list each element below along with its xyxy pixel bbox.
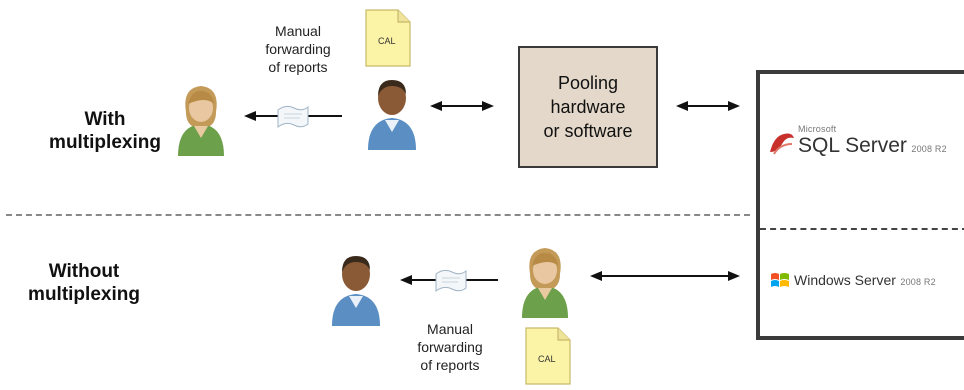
sql-version: 2008 R2 [911,144,947,154]
person-icon [328,250,384,326]
sql-server-logo: Microsoft SQL Server 2008 R2 [768,124,964,164]
label-line: With [84,109,126,130]
sql-server-text: SQL Server 2008 R2 [798,134,947,158]
with-multiplexing-label: With multiplexing [46,108,164,154]
cal-note-icon: CAL [364,8,412,68]
text-line: Manual [275,23,321,39]
windows-server-text: Windows Server 2008 R2 [794,272,936,290]
double-arrow-icon [590,268,740,284]
person-icon [364,74,420,150]
label-line: Without [48,261,120,282]
label-line: multiplexing [49,132,161,153]
double-arrow-icon [676,98,740,114]
text-line: of reports [268,59,328,75]
text-line: forwarding [417,339,483,355]
pool-line: Pooling [557,73,619,93]
bottom-forwarding-text: Manual forwarding of reports [400,320,500,374]
pool-line: or software [543,121,633,141]
windows-version: 2008 R2 [900,277,936,287]
label-line: multiplexing [28,284,140,305]
double-arrow-icon [430,98,494,114]
pool-line: hardware [550,97,626,117]
windows-flag-icon [771,273,789,287]
without-multiplexing-label: Without multiplexing [24,260,144,306]
top-forwarding-text: Manual forwarding of reports [248,22,348,76]
person-icon [172,82,230,156]
windows-server-logo: Windows Server 2008 R2 [770,270,964,294]
report-icon [276,104,310,130]
sql-microsoft-text: Microsoft [798,124,837,134]
text-line: of reports [420,357,480,373]
cal-label: CAL [378,36,396,46]
server-divider [760,228,964,230]
text-line: forwarding [265,41,331,57]
cal-label: CAL [538,354,556,364]
report-icon [434,268,468,294]
cal-note-icon: CAL [524,326,572,386]
text-line: Manual [427,321,473,337]
person-icon [516,244,574,318]
server-box: Microsoft SQL Server 2008 R2 Windows Ser… [756,70,964,340]
section-divider [6,214,750,216]
windows-name: Windows Server [794,272,896,288]
pooling-box: Pooling hardware or software [518,46,658,168]
sql-server-icon [770,133,794,155]
sql-name: SQL Server [798,134,907,157]
